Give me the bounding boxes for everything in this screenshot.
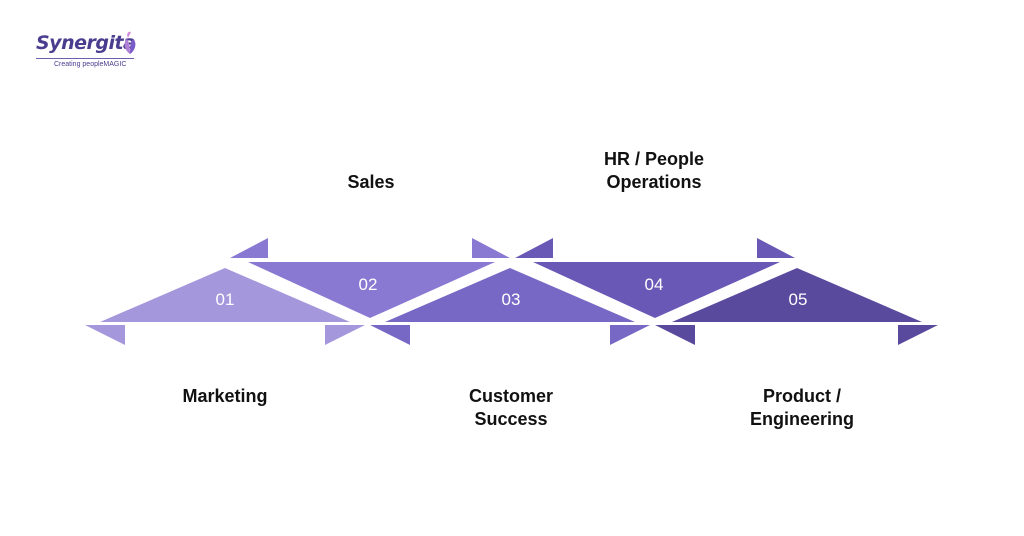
stage-01-label: Marketing [125, 385, 325, 408]
stage-03-label-line-1: Customer [468, 386, 553, 406]
stage-05-right-tip [898, 325, 938, 345]
stage-03-body [385, 268, 635, 322]
brand-butterfly-icon [124, 31, 136, 54]
stage-04-label: HR / People Operations [554, 148, 754, 194]
stage-04-arrow [515, 238, 795, 318]
stage-03-label: Customer Success [411, 385, 611, 431]
stage-04-label-line-2: Operations [606, 172, 702, 192]
stage-03-left-tip [370, 325, 410, 345]
stage-04-body [533, 262, 780, 318]
stage-05-body [672, 268, 922, 322]
stage-02-label: Sales [271, 171, 471, 194]
stage-01-left-tip [85, 325, 125, 345]
stage-03-number: 03 [502, 290, 521, 309]
stage-01-label-line: Marketing [182, 386, 268, 406]
stage-02-number: 02 [359, 275, 378, 294]
stage-05-label-line-1: Product / [762, 386, 841, 406]
stage-05-left-tip [655, 325, 695, 345]
stage-02-arrow [230, 238, 510, 318]
stage-02-right-tip [472, 238, 510, 258]
stage-03-right-tip [610, 325, 650, 345]
brand-name: Synergita [36, 32, 136, 54]
stage-05-label: Product / Engineering [702, 385, 902, 431]
stage-04-right-tip [757, 238, 795, 258]
stage-01-right-tip [325, 325, 365, 345]
stage-05-number: 05 [789, 290, 808, 309]
stage-01-body [100, 268, 350, 322]
stage-04-label-line-1: HR / People [603, 149, 705, 169]
stage-02-label-line: Sales [347, 172, 395, 192]
stage-02-body [248, 262, 495, 318]
stage-04-left-tip [515, 238, 553, 258]
brand-logo: Synergita Creating peopleMAGIC [36, 30, 146, 74]
stage-02-left-tip [230, 238, 268, 258]
stage-05-arrow [655, 268, 938, 345]
stage-05-label-line-2: Engineering [749, 409, 854, 429]
brand-tagline: Creating peopleMAGIC [54, 61, 127, 68]
stage-01-arrow [85, 268, 365, 345]
stage-04-number: 04 [645, 275, 664, 294]
brand-underline [36, 58, 134, 59]
stage-03-label-line-2: Success [474, 409, 548, 429]
stage-03-arrow [370, 268, 650, 345]
stage-01-number: 01 [216, 290, 235, 309]
